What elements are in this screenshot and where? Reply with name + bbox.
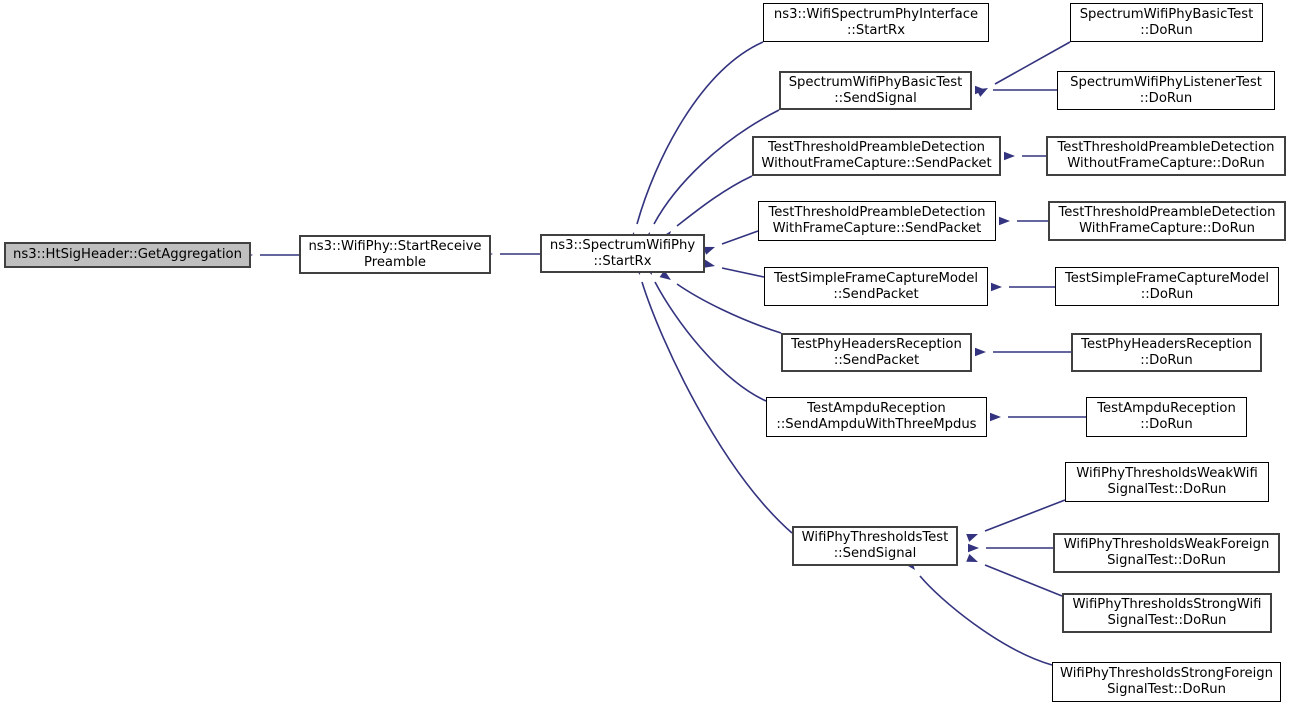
- edge-phyheaders-dorun-to-sendpacket-arrowhead: [975, 347, 986, 357]
- edge-testsimpleframecapturemodel-to-spectrumwifiphy-arrowhead: [703, 259, 715, 268]
- node-wifiphythresholdsstrongwifisignaltest-dorun[interactable]: WifiPhyThresholdsStrongWifi SignalTest::…: [1062, 593, 1272, 633]
- edge-withoutframecapture-to-spectrumwifiphy: [676, 175, 753, 227]
- node-spectrumwifiphybasictest-dorun[interactable]: SpectrumWifiPhyBasicTest ::DoRun: [1070, 3, 1263, 42]
- node-spectrumwifiphy-startrx-label: ns3::SpectrumWifiPhy ::StartRx: [549, 237, 696, 269]
- edge-weakforeign-dorun-to-sendsignal-arrowhead: [968, 543, 979, 553]
- edge-strongwifi-dorun-to-sendsignal: [984, 564, 1063, 597]
- node-wifiphythresholdsweakwifisignaltest-dorun[interactable]: WifiPhyThresholdsWeakWifi SignalTest::Do…: [1065, 462, 1269, 502]
- node-wifispectrumphyinterface-startrx[interactable]: ns3::WifiSpectrumPhyInterface ::StartRx: [763, 3, 989, 42]
- edge-strongforeign-dorun-to-sendsignal: [919, 575, 1053, 666]
- node-testthresholdpreambledetection-withoutframecapture-sendpacket[interactable]: TestThresholdPreambleDetection WithoutFr…: [752, 136, 1001, 176]
- node-testsimpleframecapturemodel-dorun[interactable]: TestSimpleFrameCaptureModel ::DoRun: [1055, 267, 1279, 306]
- node-testampdureception-sendampduwiththreempdus-label: TestAmpduReception ::SendAmpduWithThreeM…: [776, 401, 977, 432]
- node-htsigheader-getaggregation-label: ns3::HtSigHeader::GetAggregation: [13, 247, 242, 262]
- node-testthresholdpreambledetection-withframecapture-sendpacket[interactable]: TestThresholdPreambleDetection WithFrame…: [758, 201, 996, 241]
- node-testsimpleframecapturemodel-sendpacket[interactable]: TestSimpleFrameCaptureModel ::SendPacket: [764, 267, 988, 306]
- edge-withoutframecapture-dorun-to-sendpacket-arrowhead: [1004, 151, 1015, 161]
- node-wifispectrumphyinterface-startrx-label: ns3::WifiSpectrumPhyInterface ::StartRx: [773, 6, 979, 38]
- edge-testsimpleframecapturemodel-to-spectrumwifiphy: [721, 267, 765, 278]
- node-spectrumwifiphybasictest-dorun-label: SpectrumWifiPhyBasicTest ::DoRun: [1079, 6, 1254, 38]
- edge-weakwifi-dorun-to-sendsignal-arrowhead: [966, 534, 978, 542]
- node-testampdureception-dorun-label: TestAmpduReception ::DoRun: [1097, 401, 1236, 432]
- node-wifiphy-startreceivepreamble-label: ns3::WifiPhy::StartReceive Preamble: [308, 238, 482, 270]
- node-testthresholdpreambledetection-withoutframecapture-dorun-label: TestThresholdPreambleDetection WithoutFr…: [1057, 140, 1275, 171]
- node-testthresholdpreambledetection-withframecapture-dorun-label: TestThresholdPreambleDetection WithFrame…: [1058, 205, 1276, 236]
- node-testsimpleframecapturemodel-dorun-label: TestSimpleFrameCaptureModel ::DoRun: [1064, 270, 1270, 302]
- node-wifiphythresholdsweakforeignsignaltest-dorun[interactable]: WifiPhyThresholdsWeakForeign SignalTest:…: [1053, 533, 1280, 573]
- edge-testampdureception-to-spectrumwifiphy: [654, 281, 767, 402]
- node-testthresholdpreambledetection-withframecapture-dorun[interactable]: TestThresholdPreambleDetection WithFrame…: [1048, 201, 1286, 241]
- node-wifiphythresholdsweakwifisignaltest-dorun-label: WifiPhyThresholdsWeakWifi SignalTest::Do…: [1076, 466, 1258, 497]
- node-spectrumwifiphybasictest-sendsignal-label: SpectrumWifiPhyBasicTest ::SendSignal: [788, 74, 963, 106]
- edge-ampdu-dorun-to-sendampdu-arrowhead: [990, 412, 1001, 422]
- edge-withframecapture-to-spectrumwifiphy-arrowhead: [703, 246, 715, 255]
- node-testampdureception-dorun[interactable]: TestAmpduReception ::DoRun: [1086, 397, 1247, 437]
- node-testphyheadersreception-sendpacket-label: TestPhyHeadersReception ::SendPacket: [791, 336, 962, 368]
- node-htsigheader-getaggregation: ns3::HtSigHeader::GetAggregation: [4, 242, 251, 268]
- node-testsimpleframecapturemodel-sendpacket-label: TestSimpleFrameCaptureModel ::SendPacket: [773, 270, 979, 302]
- node-testthresholdpreambledetection-withoutframecapture-dorun[interactable]: TestThresholdPreambleDetection WithoutFr…: [1046, 136, 1286, 176]
- node-wifiphy-startreceivepreamble[interactable]: ns3::WifiPhy::StartReceive Preamble: [299, 235, 491, 274]
- node-spectrumwifiphybasictest-sendsignal[interactable]: SpectrumWifiPhyBasicTest ::SendSignal: [779, 71, 972, 110]
- edge-weakwifi-dorun-to-sendsignal: [984, 499, 1066, 532]
- node-testphyheadersreception-dorun[interactable]: TestPhyHeadersReception ::DoRun: [1071, 333, 1262, 372]
- edge-basictest-dorun-to-sendsignal-arrowhead: [976, 88, 988, 97]
- edge-listenertest-dorun-to-sendsignal-arrowhead: [975, 85, 986, 95]
- node-wifiphythresholdsstrongforeignsignaltest-dorun[interactable]: WifiPhyThresholdsStrongForeign SignalTes…: [1052, 662, 1281, 702]
- node-wifiphythresholdsstrongwifisignaltest-dorun-label: WifiPhyThresholdsStrongWifi SignalTest::…: [1072, 597, 1262, 628]
- node-wifiphythresholdsweakforeignsignaltest-dorun-label: WifiPhyThresholdsWeakForeign SignalTest:…: [1063, 537, 1270, 568]
- node-testphyheadersreception-sendpacket[interactable]: TestPhyHeadersReception ::SendPacket: [781, 333, 972, 372]
- node-testampdureception-sendampduwiththreempdus[interactable]: TestAmpduReception ::SendAmpduWithThreeM…: [766, 397, 987, 437]
- edge-simpleframecapture-dorun-to-sendpacket-arrowhead: [991, 282, 1002, 292]
- node-wifiphythresholdstest-sendsignal-label: WifiPhyThresholdsTest ::SendSignal: [801, 530, 949, 561]
- edge-withframecapture-to-spectrumwifiphy: [721, 230, 759, 245]
- node-spectrumwifiphy-startrx[interactable]: ns3::SpectrumWifiPhy ::StartRx: [540, 234, 705, 273]
- node-wifiphythresholdstest-sendsignal[interactable]: WifiPhyThresholdsTest ::SendSignal: [792, 526, 958, 566]
- node-spectrumwifiphylistenertest-dorun-label: SpectrumWifiPhyListenerTest ::DoRun: [1070, 74, 1262, 106]
- node-testphyheadersreception-dorun-label: TestPhyHeadersReception ::DoRun: [1081, 336, 1252, 368]
- node-wifiphythresholdsstrongforeignsignaltest-dorun-label: WifiPhyThresholdsStrongForeign SignalTes…: [1060, 666, 1273, 697]
- node-testthresholdpreambledetection-withframecapture-sendpacket-label: TestThresholdPreambleDetection WithFrame…: [768, 205, 986, 236]
- edge-wifispectrumphyinterface-to-spectrumwifiphy: [636, 41, 764, 225]
- node-testthresholdpreambledetection-withoutframecapture-sendpacket-label: TestThresholdPreambleDetection WithoutFr…: [761, 140, 992, 171]
- edge-withframecapture-dorun-to-sendpacket-arrowhead: [999, 216, 1010, 226]
- edge-strongwifi-dorun-to-sendsignal-arrowhead: [966, 553, 978, 562]
- node-spectrumwifiphylistenertest-dorun[interactable]: SpectrumWifiPhyListenerTest ::DoRun: [1057, 71, 1275, 110]
